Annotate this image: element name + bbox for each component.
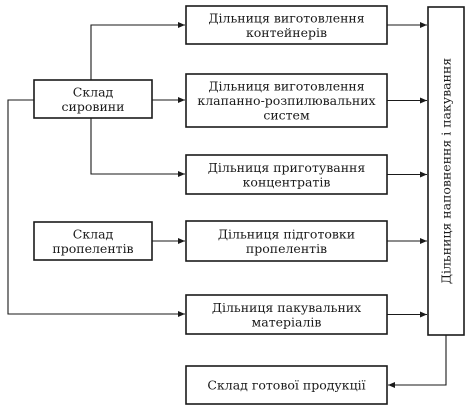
node-label-line: Дільниця підготовки (218, 226, 355, 241)
filling-packaging-box: Дільниця наповнення і пакування (427, 6, 465, 336)
valve-spray-systems-box: Дільниця виготовленняклапанно-розпилювал… (185, 73, 388, 128)
arrow-raw-to-containers (90, 22, 185, 80)
node-label-line: Дільниця наповнення і пакування (439, 58, 454, 284)
node-frame (33, 79, 153, 119)
arrow-raw-to-concentrates (90, 118, 185, 177)
node-label-line: концентратів (243, 174, 331, 189)
node-frame (185, 154, 388, 195)
node-frame (185, 220, 388, 262)
arrow-raw-to-packaging (7, 99, 185, 317)
node-label-line: Дільниця пакувальних (212, 300, 361, 315)
node-label-line: клапанно-розпилювальних (197, 93, 375, 108)
node-frame (185, 73, 388, 128)
node-label-line: матеріалів (252, 314, 322, 329)
node-label-line: сировини (62, 99, 125, 114)
node-label-line: Дільниця приготування (208, 160, 366, 175)
arrow-filling-to-finished-goods (388, 335, 447, 388)
node-label-line: Склад (73, 226, 114, 241)
node-frame (185, 294, 388, 335)
node-label-line: систем (263, 108, 310, 123)
node-frame (427, 6, 465, 336)
node-label-line: пропелентів (52, 241, 133, 256)
node-label-line: пропелентів (246, 241, 327, 256)
node-frame (185, 365, 388, 405)
finished-goods-warehouse-box: Склад готової продукції (185, 365, 388, 405)
node-label-line: Склад (73, 84, 114, 99)
node-label-line: Дільниця виготовлення (208, 10, 364, 25)
node-label-line: контейнерів (246, 25, 327, 40)
node-frame (33, 221, 153, 261)
node-label-line: Склад готової продукції (207, 378, 365, 393)
node-frame (185, 5, 388, 45)
node-label-line: Дільниця виготовлення (208, 79, 364, 94)
